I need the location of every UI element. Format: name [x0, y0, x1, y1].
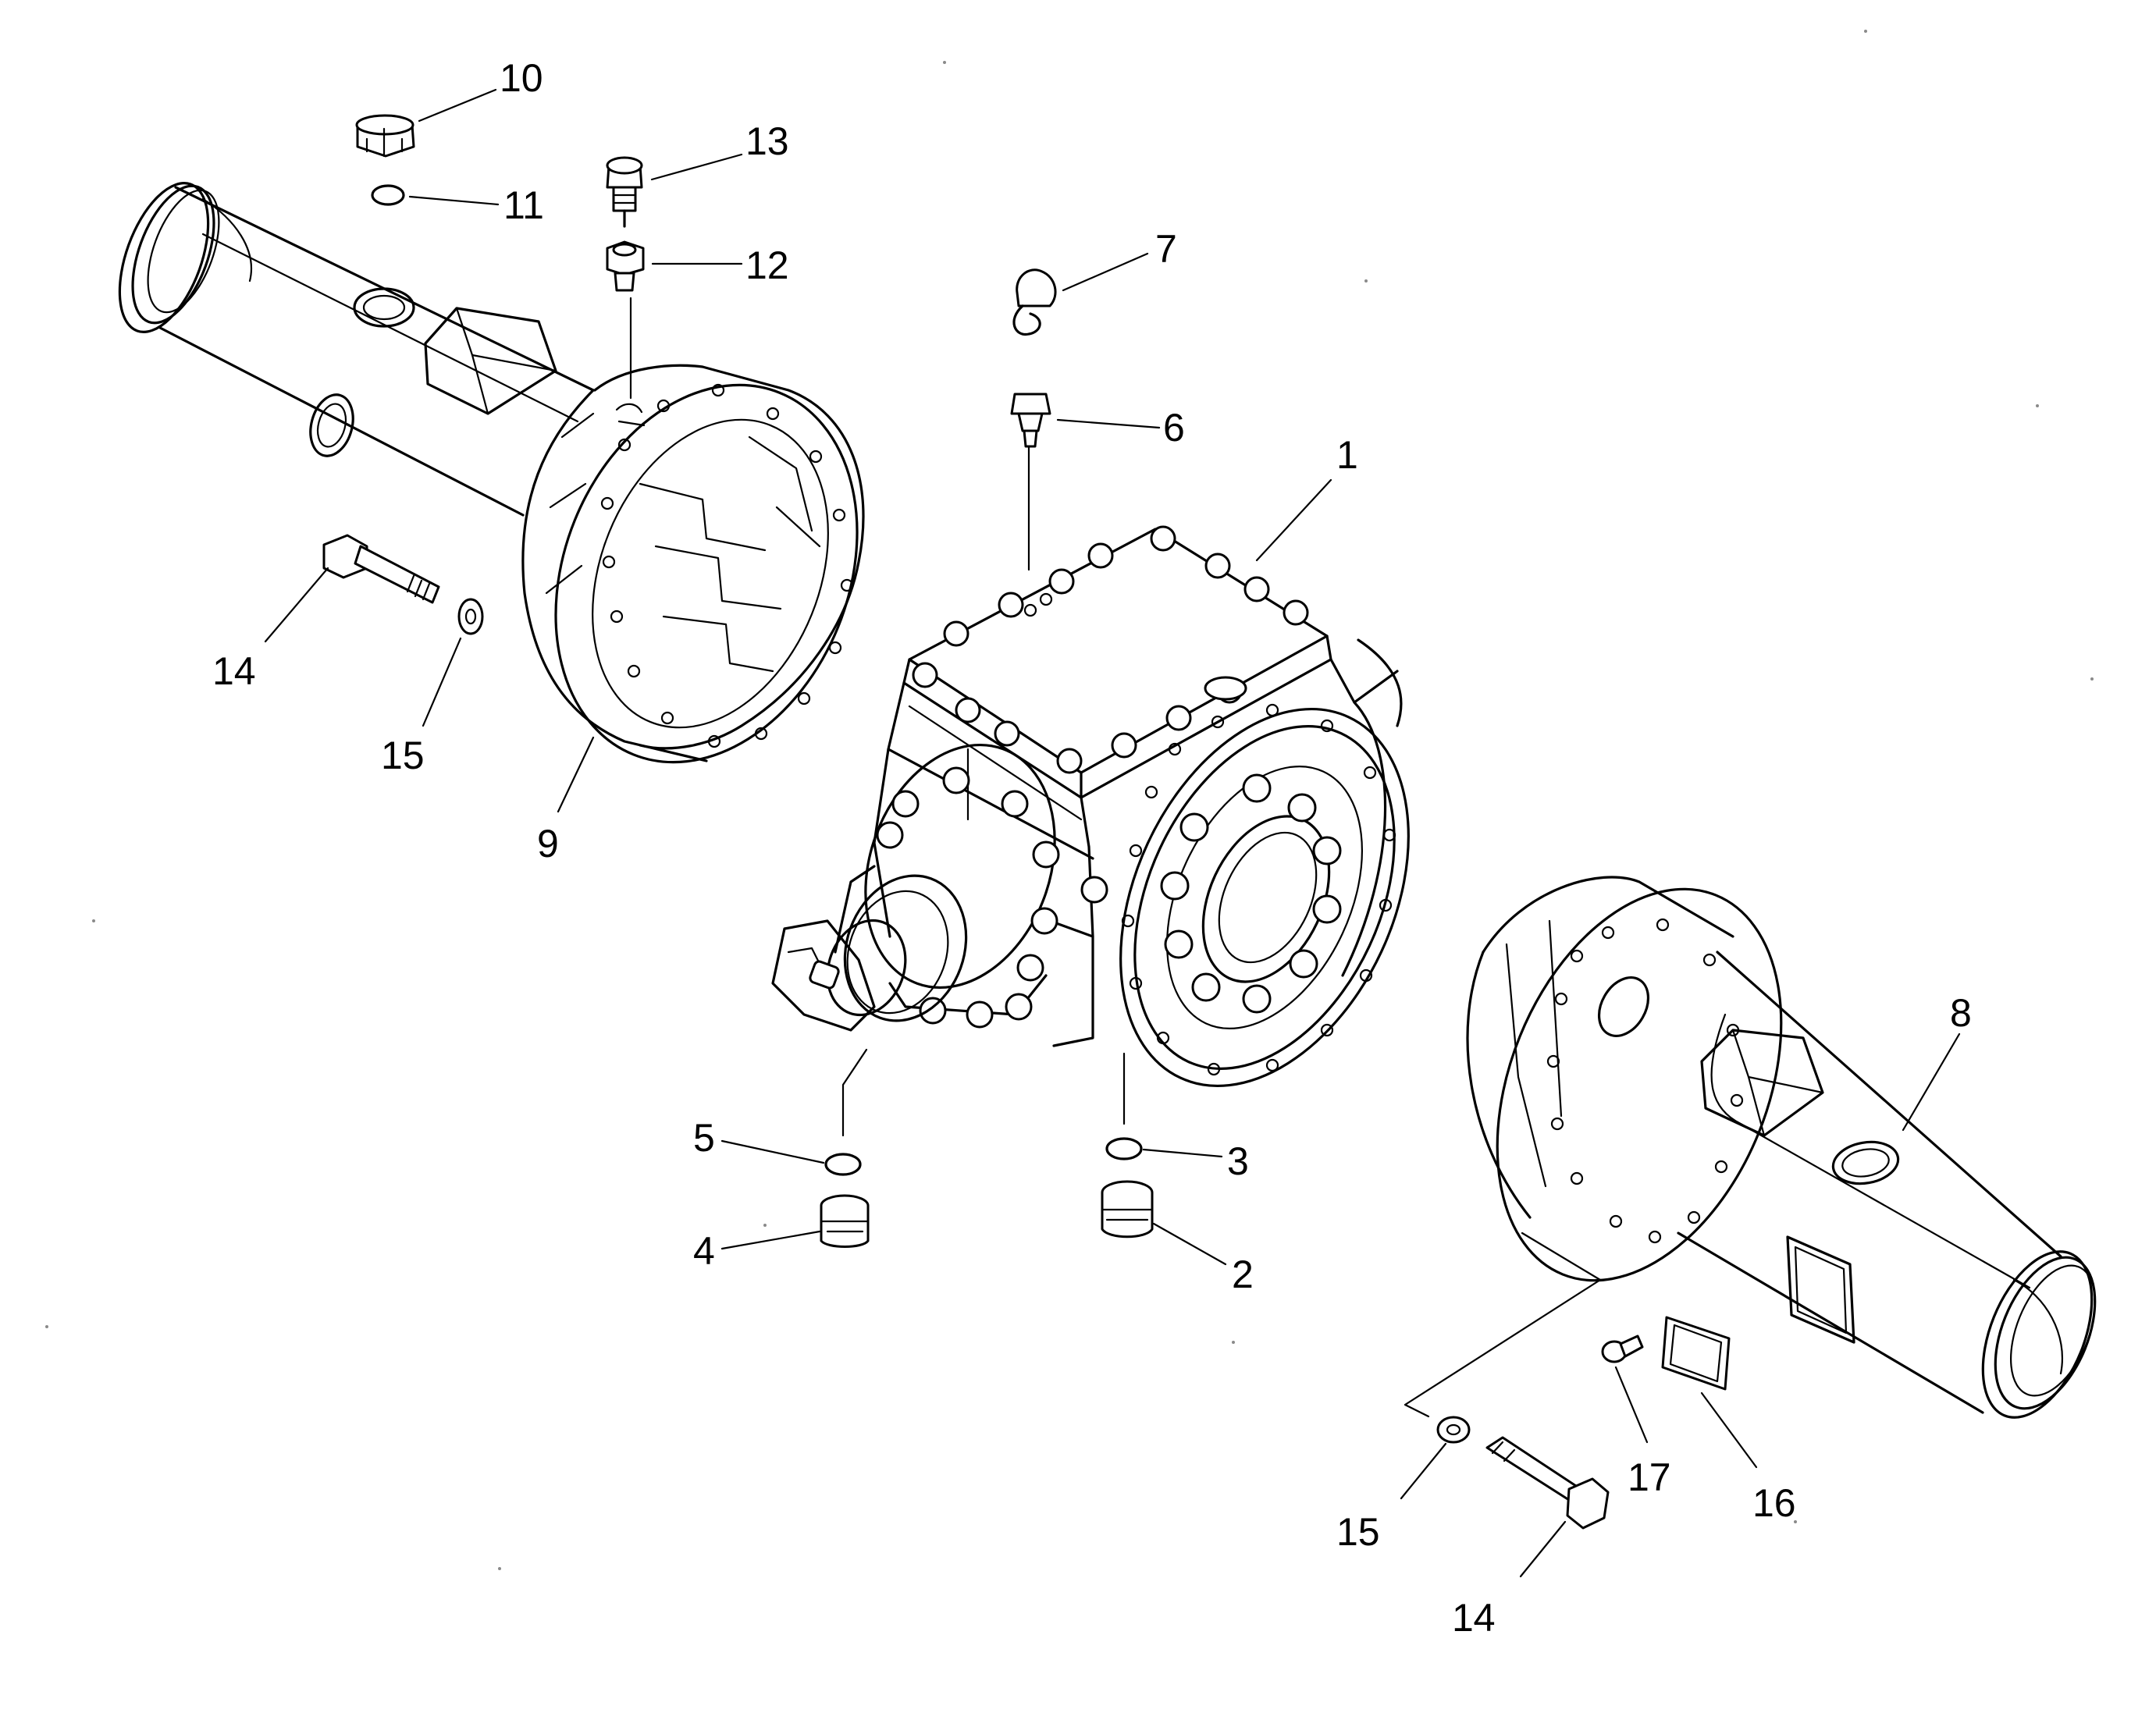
- cover-bolts: [912, 525, 1309, 774]
- label-7: 7: [1155, 227, 1177, 271]
- diff-ring-bolts: [1160, 773, 1342, 1014]
- right-flange-holes: [1546, 918, 1744, 1244]
- label-15-lower: 15: [1336, 1510, 1380, 1554]
- part-10-plug: [355, 114, 415, 158]
- leader-lines: [264, 88, 1961, 1578]
- label-8: 8: [1950, 991, 1972, 1035]
- part-11-o-ring: [371, 184, 405, 206]
- part-14-bolt-upper: [322, 534, 440, 604]
- part-3-o-ring: [1105, 1137, 1143, 1160]
- part-13-breather: [606, 156, 643, 228]
- label-1: 1: [1336, 433, 1358, 477]
- part-17-bolt: [1601, 1335, 1644, 1363]
- part-15-washer-upper: [457, 598, 484, 635]
- part-16-cover-plate: [1661, 1316, 1731, 1391]
- label-4: 4: [693, 1229, 715, 1273]
- left-axle-housing: [118, 182, 865, 764]
- label-12: 12: [745, 243, 789, 287]
- part-labels: 10 11 13 12 7 6 1 14 15 9 8 5 3 4 2 17 1…: [212, 56, 1972, 1640]
- diff-face-holes: [1121, 703, 1396, 1076]
- right-axle-housing: [1404, 876, 2097, 1419]
- part-4-plug: [820, 1194, 870, 1248]
- scan-speckles: [45, 30, 2094, 1625]
- part-15-washer-lower: [1436, 1416, 1471, 1444]
- label-3: 3: [1227, 1139, 1249, 1183]
- label-11: 11: [503, 183, 544, 227]
- label-13: 13: [745, 119, 789, 163]
- pinion-bolts: [876, 766, 1108, 1029]
- part-12-adapter: [606, 240, 645, 292]
- label-2: 2: [1232, 1253, 1254, 1296]
- label-6: 6: [1163, 406, 1185, 450]
- part-2-plug: [1101, 1180, 1154, 1239]
- differential-carrier: [771, 525, 1410, 1087]
- label-5: 5: [693, 1116, 715, 1160]
- part-6-fitting: [1010, 393, 1051, 571]
- label-14-upper: 14: [212, 649, 256, 693]
- part-7-cap: [1012, 268, 1057, 336]
- left-flange-bolt-holes: [600, 383, 854, 748]
- label-16: 16: [1752, 1481, 1796, 1525]
- part-14-bolt-lower: [1485, 1436, 1610, 1530]
- label-10: 10: [500, 56, 543, 100]
- label-9: 9: [537, 822, 559, 865]
- label-17: 17: [1628, 1455, 1671, 1499]
- part-5-o-ring: [824, 1153, 862, 1176]
- label-14-lower: 14: [1452, 1596, 1496, 1640]
- label-15-upper: 15: [381, 734, 425, 777]
